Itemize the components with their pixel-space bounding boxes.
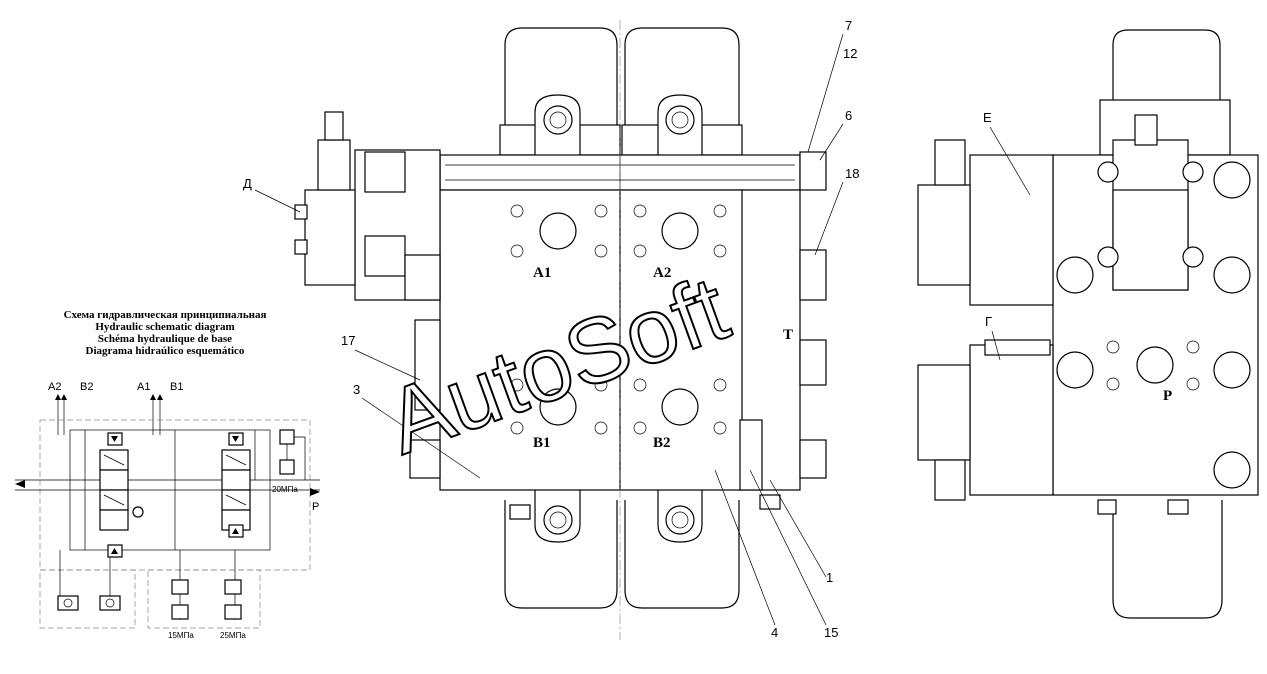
side-view: P Е Г: [917, 29, 1259, 619]
top-cap-side: [1112, 29, 1221, 100]
spool-valve-left: [99, 432, 144, 558]
port-b1-label: B1: [170, 381, 183, 393]
callout-6: 6: [845, 108, 852, 123]
front-view: Д A1 A2 B1 B2 T: [243, 18, 859, 640]
port-b1: B1: [533, 435, 551, 451]
callout-3: 3: [353, 382, 360, 397]
top-cap-left: [504, 27, 618, 140]
callout-1: 1: [826, 570, 833, 585]
callout-18: 18: [845, 166, 859, 181]
schematic-title-en: Hydraulic schematic diagram: [95, 321, 234, 333]
label-g: Г: [985, 314, 992, 329]
port-a1: A1: [533, 265, 551, 281]
spool-valve-right: [221, 432, 251, 538]
callout-7: 7: [845, 18, 852, 33]
hydraulic-schematic: Схема гидравлическая принципиальная Hydr…: [15, 309, 320, 640]
bolt-holes: [510, 204, 727, 435]
relief-right-value: 25МПа: [220, 631, 246, 640]
top-cap-right: [624, 27, 740, 140]
bottom-cap-right: [624, 500, 740, 609]
port-b2: B2: [653, 435, 671, 451]
relief-left-value: 15МПа: [168, 631, 194, 640]
relief-main-value: 20МПа: [272, 485, 298, 494]
schematic-title-es: Diagrama hidraúlico esquemático: [86, 345, 245, 357]
nuts-side: [1056, 161, 1251, 489]
callout-12: 12: [843, 46, 857, 61]
schematic-title-fr: Schéma hydraulique de base: [98, 333, 232, 345]
port-b2-label: B2: [80, 381, 93, 393]
port-a1-label: A1: [137, 381, 150, 393]
bottom-cap-side: [1112, 500, 1223, 619]
check-valves: [57, 595, 121, 611]
label-e: Е: [983, 110, 992, 125]
port-a2-label: A2: [48, 381, 61, 393]
label-d: Д: [243, 176, 252, 191]
side-port-p: P: [1163, 388, 1172, 404]
port-p-label: P: [312, 501, 319, 513]
relief-valves-secondary: 15МПа 25МПа: [168, 579, 246, 640]
ports-front: [539, 212, 699, 426]
callouts: 7 12 6 18 17 3 1 4 15: [341, 18, 859, 640]
callout-4: 4: [771, 625, 778, 640]
callout-17: 17: [341, 333, 355, 348]
bottom-cap-left: [504, 500, 618, 609]
callout-15: 15: [824, 625, 838, 640]
port-p-side: [1136, 346, 1174, 384]
schematic-title-ru: Схема гидравлическая принципиальная: [64, 309, 267, 321]
port-a2: A2: [653, 265, 671, 281]
relief-valve-main: 20МПа: [272, 429, 306, 494]
port-t: T: [783, 327, 793, 343]
